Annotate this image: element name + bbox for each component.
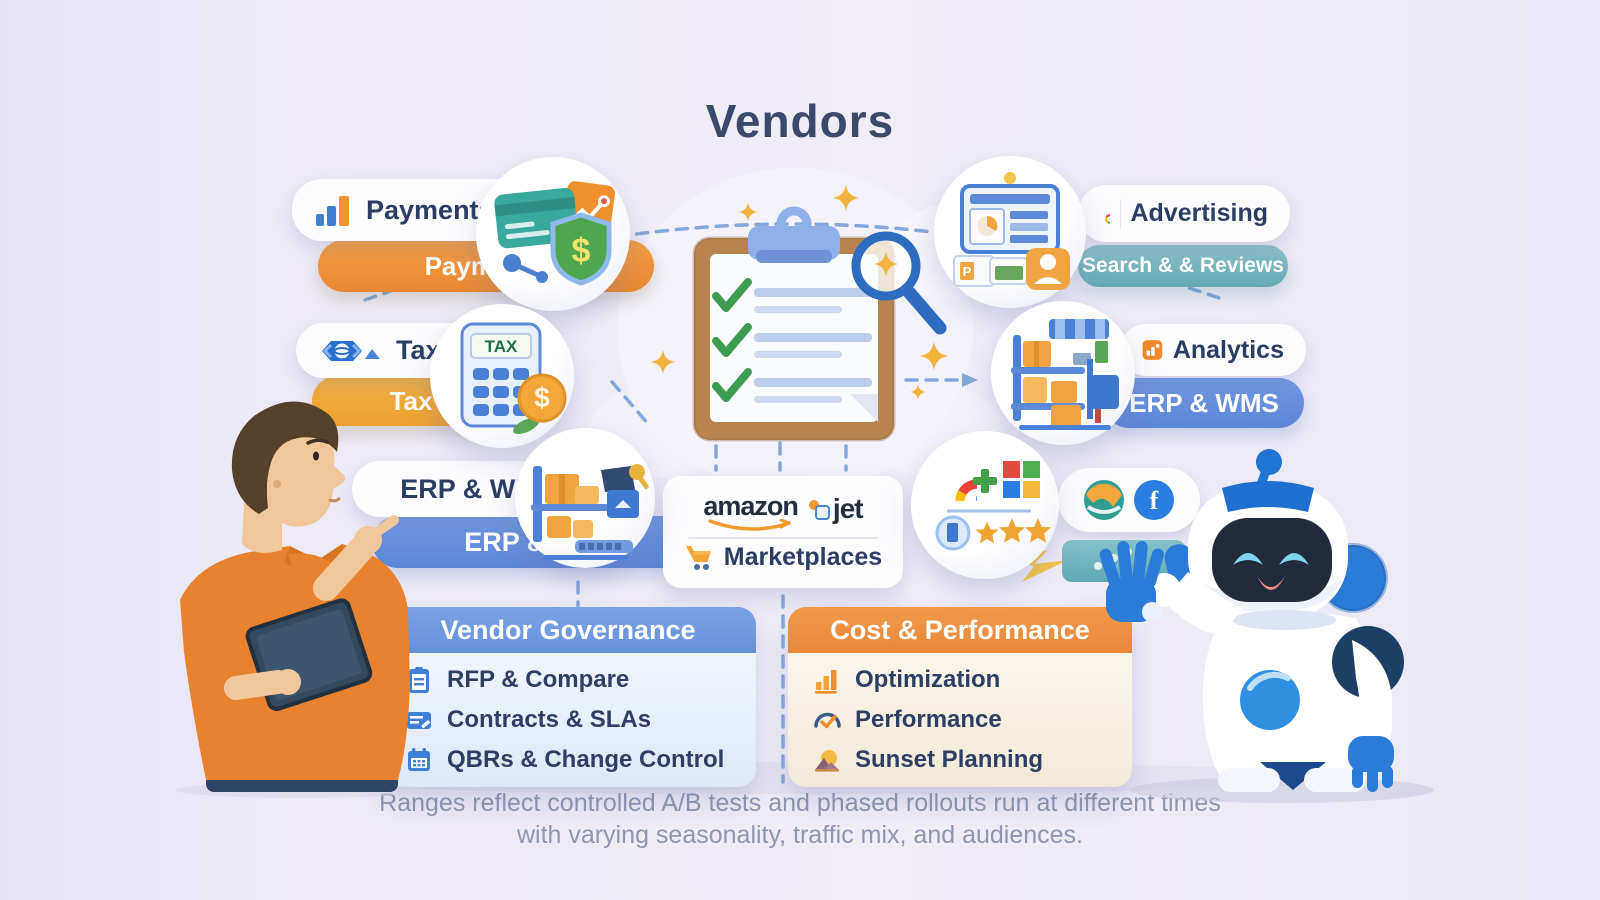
grid-logo-icon	[1003, 461, 1040, 498]
advertising-tag-label: Search & & Reviews	[1082, 254, 1284, 277]
google-g-icon	[960, 484, 996, 518]
list-item-label: Sunset Planning	[855, 745, 1044, 773]
bar-chart-icon	[316, 196, 349, 226]
page-title: Vendors	[705, 95, 895, 147]
calculator-illustration: TAX $	[460, 322, 567, 435]
gauge-check-icon	[814, 712, 841, 729]
robot-hand-right	[1348, 736, 1394, 792]
list-item: Contracts & SLAs	[404, 703, 746, 738]
caption-line-1: Ranges reflect controlled A/B tests and …	[379, 789, 1221, 817]
robot-chest-light	[1240, 670, 1300, 730]
marketplaces-node: amazon jet Marketplaces	[663, 476, 903, 588]
list-item: Performance	[812, 703, 1122, 738]
list-item-label: RFP & Compare	[447, 666, 630, 694]
magnifier-icon	[851, 231, 947, 335]
person-forearm	[313, 535, 375, 601]
list-item: Sunset Planning	[812, 742, 1122, 777]
shopping-cart-icon	[685, 546, 711, 570]
amazon-logo-text: amazon	[703, 490, 799, 521]
advertising-circle: P	[934, 156, 1086, 308]
advertising-node: Advertising	[1078, 185, 1290, 242]
person-illustration	[175, 401, 425, 798]
advertising-tag: Search & & Reviews	[1078, 245, 1288, 287]
star-icons	[975, 518, 1051, 544]
shield-icon	[550, 212, 612, 286]
clipboard-illustration	[692, 206, 896, 442]
tax-tag-label: Tax	[389, 385, 433, 416]
robot-face-screen	[1212, 518, 1332, 602]
analytics-tag: ERP & WMS	[1104, 378, 1304, 428]
list-item-label: Contracts & SLAs	[447, 706, 652, 733]
google-g-icon	[1100, 197, 1110, 231]
svg-text:f: f	[1150, 486, 1159, 515]
divider	[688, 536, 878, 539]
robot-mouth	[1257, 576, 1285, 590]
tax-circle: TAX $	[430, 304, 574, 448]
laptop-icon	[601, 466, 635, 492]
jet-logo-text: jet	[832, 492, 864, 524]
checkmarks	[712, 278, 752, 402]
caption-line-2: with varying seasonality, traffic mix, a…	[516, 821, 1083, 849]
analytics-node: Analytics	[1120, 324, 1306, 376]
jet-logo-icon	[808, 499, 830, 520]
facebook-f-icon: f	[1134, 480, 1174, 520]
warehouse-illustration	[531, 464, 649, 560]
cost-performance-panel: Cost & Performance Optimization Performa…	[788, 607, 1132, 787]
checklist-lines	[754, 288, 872, 403]
calendar-icon	[408, 747, 430, 771]
duotone-globe-icon	[1084, 480, 1124, 520]
marketplaces-label: Marketplaces	[723, 542, 883, 571]
list-item: QBRs & Change Control	[404, 742, 746, 777]
divider	[1119, 198, 1121, 229]
contract-icon	[407, 712, 431, 729]
amazon-logo: amazon	[703, 490, 799, 533]
leaf-icon	[513, 417, 539, 435]
list-item-label: Optimization	[855, 666, 1001, 694]
amazon-smile-icon	[707, 518, 791, 531]
tax-badge-icon	[322, 340, 380, 361]
analytics-tag-label: ERP & WMS	[1129, 387, 1279, 418]
dashed-arrowhead	[962, 373, 978, 387]
shelf-illustration	[1011, 319, 1119, 430]
reviews-illustration	[935, 461, 1051, 551]
vendor-governance-panel: Vendor Governance RFP & Compare Contract…	[380, 607, 756, 787]
payments-label: Payments	[366, 194, 494, 225]
ads-dashboard-illustration: P	[953, 172, 1070, 290]
list-item-label: Performance	[855, 706, 1002, 733]
list-item: Optimization	[812, 663, 1122, 698]
robot-waving-hand	[1099, 541, 1164, 622]
advertising-label: Advertising	[1130, 199, 1268, 227]
jet-logo: jet	[808, 492, 864, 525]
analytics-label: Analytics	[1172, 335, 1284, 364]
robot-eye-left	[1233, 553, 1263, 565]
payments-circle: $	[476, 157, 630, 311]
vendor-logos-pill: f	[1058, 468, 1200, 532]
sunset-icon	[815, 749, 839, 772]
analytics-bars-icon	[1142, 340, 1163, 360]
list-item-label: QBRs & Change Control	[447, 745, 725, 773]
bar-chart-icon	[815, 670, 837, 694]
robot-illustration	[1099, 449, 1434, 803]
person-hair	[231, 401, 339, 514]
clipboard-icon	[409, 667, 429, 694]
list-item: RFP & Compare	[404, 663, 746, 698]
svg-text:P: P	[963, 264, 972, 279]
svg-text:$: $	[534, 382, 550, 413]
pointing-finger	[368, 515, 399, 540]
payments-illustration: $	[494, 181, 616, 286]
governance-panel-title: Vendor Governance	[380, 607, 756, 653]
svg-text:$: $	[572, 232, 591, 270]
reviews-circle	[911, 431, 1059, 579]
robot-eye-right	[1279, 553, 1309, 565]
cost-panel-title: Cost & Performance	[788, 607, 1132, 653]
analytics-circle	[991, 301, 1135, 445]
plus-icon	[973, 469, 997, 493]
erp-circle	[515, 428, 655, 568]
calculator-display: TAX	[485, 337, 518, 356]
